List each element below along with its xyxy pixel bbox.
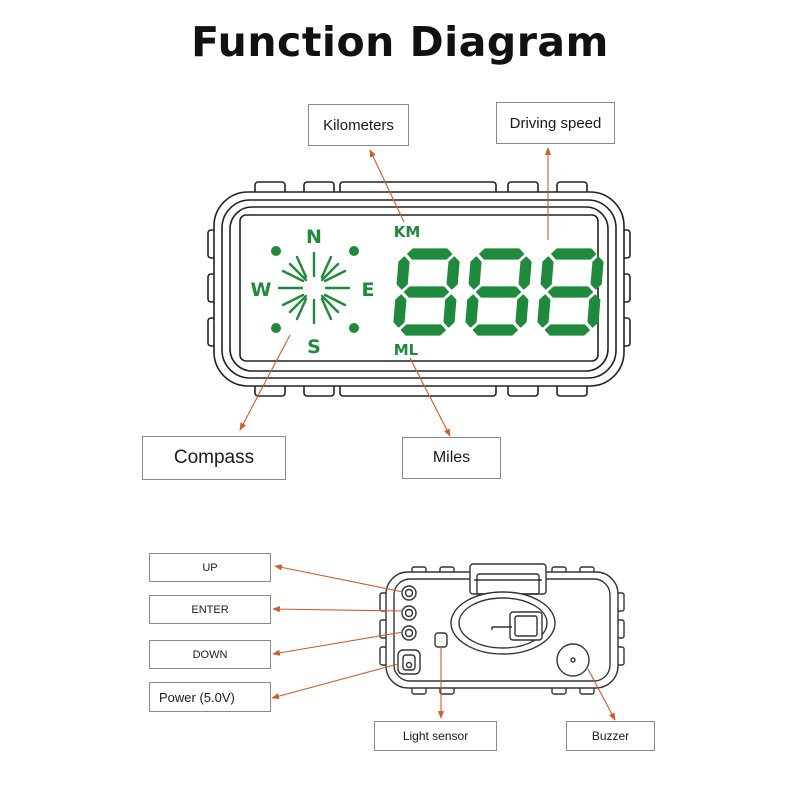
- unit-km: KM: [394, 223, 421, 241]
- digit-2-segment-e: [465, 294, 479, 328]
- digit-3-segment-g: [547, 286, 594, 298]
- enter-button-hole: [401, 605, 417, 621]
- digit-1-segment-g: [403, 286, 450, 298]
- digit-3-segment-c: [587, 294, 601, 328]
- digit-1-segment-e: [393, 294, 407, 328]
- leader-miles: [409, 357, 451, 437]
- leader-enter: [272, 606, 404, 613]
- digit-1-segment-d: [400, 324, 446, 336]
- label-compass: Compass: [142, 436, 286, 480]
- leader-down: [272, 631, 404, 656]
- compass-south: S: [307, 336, 321, 358]
- down-button-hole: [401, 625, 417, 641]
- label-enter: ENTER: [149, 595, 271, 624]
- page-title: Function Diagram: [191, 18, 609, 66]
- hud-device-back: [379, 563, 625, 695]
- digit-1-segment-a: [407, 248, 453, 260]
- compass-dot-nw: [271, 246, 281, 256]
- digit-2-segment-g: [475, 286, 522, 298]
- leader-kilometers: [369, 149, 405, 223]
- compass-north: N: [306, 226, 322, 248]
- digit-3-segment-b: [590, 256, 604, 290]
- compass-west: W: [251, 279, 272, 301]
- leader-compass: [239, 334, 291, 431]
- label-miles: Miles: [402, 437, 501, 479]
- compass-dot-se: [349, 323, 359, 333]
- label-up: UP: [149, 553, 271, 582]
- digit-1-segment-f: [396, 256, 410, 290]
- label-buzzer: Buzzer: [566, 721, 655, 751]
- leader-power: [271, 663, 399, 700]
- compass-rose: [271, 246, 359, 333]
- digit-3-segment-e: [537, 294, 551, 328]
- digit-1-segment-b: [446, 256, 460, 290]
- leader-buzzer: [587, 668, 616, 721]
- up-button-hole: [401, 585, 417, 601]
- compass-dot-ne: [349, 246, 359, 256]
- digit-2-segment-b: [518, 256, 532, 290]
- digit-2-segment-a: [479, 248, 525, 260]
- leader-lines: [239, 147, 616, 721]
- label-down: DOWN: [149, 640, 271, 669]
- digit-1-segment-c: [443, 294, 457, 328]
- digit-2-segment-d: [472, 324, 518, 336]
- label-driving-speed: Driving speed: [496, 102, 615, 144]
- unit-ml: ML: [394, 341, 419, 359]
- compass-east: E: [362, 279, 375, 301]
- power-port: [397, 649, 421, 675]
- digit-3-segment-d: [544, 324, 590, 336]
- digit-2-segment-f: [468, 256, 482, 290]
- digit-3-segment-f: [540, 256, 554, 290]
- digit-2-segment-c: [515, 294, 529, 328]
- compass-dot-sw: [271, 323, 281, 333]
- label-kilometers: Kilometers: [308, 104, 409, 146]
- speed-digits: [393, 248, 604, 336]
- buzzer-grille: [556, 643, 590, 677]
- label-power: Power (5.0V): [149, 682, 271, 712]
- digit-3-segment-a: [551, 248, 597, 260]
- label-light-sensor: Light sensor: [374, 721, 497, 751]
- leader-up: [274, 564, 404, 593]
